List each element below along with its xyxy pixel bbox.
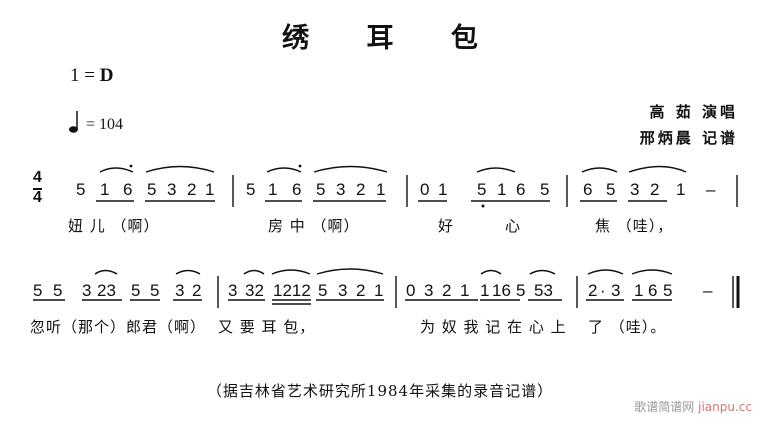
note: 5 bbox=[663, 281, 673, 300]
staff-1-lyrics: 妞 儿 （啊） 房 中 （啊） 好 心 焦 （哇）， bbox=[0, 215, 760, 235]
song-title: 绣 耳 包 bbox=[282, 23, 502, 54]
staff-2-notes: 5 5 3 23 5 5 3 2 3 32 1212 5 3 2 1 0 3 2… bbox=[0, 281, 760, 303]
watermark-site: jianpu.cc bbox=[698, 400, 752, 414]
note: 6 bbox=[292, 180, 302, 199]
notator-credit: 邢炳晨 记谱 bbox=[639, 129, 738, 147]
note: 5 bbox=[147, 180, 157, 199]
watermark-cn: 歌谱简谱网 bbox=[634, 400, 695, 414]
note: 5 bbox=[540, 180, 550, 199]
note: 23 bbox=[97, 281, 116, 300]
note: 3 bbox=[175, 281, 185, 300]
note: 1 bbox=[205, 180, 215, 199]
note: 1212 bbox=[273, 281, 311, 300]
quarter-note-icon bbox=[69, 111, 78, 133]
staff-2-lyrics: 忽听（那个）郎君（啊） 又 要 耳 包， 为 奴 我 记 在 心 上 了 （哇）… bbox=[0, 316, 760, 336]
note: 5 bbox=[606, 180, 616, 199]
key-note: D bbox=[99, 65, 114, 86]
lyric: 妞 儿 （啊） bbox=[68, 217, 160, 235]
note: 0 bbox=[420, 180, 430, 199]
note: 5 bbox=[76, 180, 86, 199]
note: 5 bbox=[316, 180, 326, 199]
note: 3 bbox=[228, 281, 238, 300]
lyric: 房 中 （啊） bbox=[268, 217, 360, 235]
lyric: 了 （哇）。 bbox=[588, 318, 667, 336]
note: 5 bbox=[477, 180, 487, 199]
note: 3 bbox=[611, 281, 621, 300]
note: 6 bbox=[648, 281, 658, 300]
note: 1 bbox=[497, 180, 507, 199]
note: 2 bbox=[588, 281, 598, 300]
note: – bbox=[703, 281, 713, 300]
note: 3 bbox=[338, 281, 348, 300]
note: 3 bbox=[167, 180, 177, 199]
note: 1 bbox=[374, 281, 384, 300]
singer-credit: 高 茹 演唱 bbox=[649, 103, 738, 121]
note: · bbox=[600, 281, 606, 300]
note: 5 bbox=[246, 180, 256, 199]
note: 6 bbox=[583, 180, 593, 199]
note: 5 bbox=[150, 281, 160, 300]
staff-1-notes: 5 1 6 5 3 2 1 5 1 6 5 3 2 1 0 1 5 1 6 5 … bbox=[0, 180, 760, 202]
note: 5 bbox=[318, 281, 328, 300]
note: 3 bbox=[630, 180, 640, 199]
lyric: 好 bbox=[438, 217, 455, 235]
note: 2 bbox=[192, 281, 202, 300]
note: 53 bbox=[534, 281, 553, 300]
note: 3 bbox=[82, 281, 92, 300]
note: 1 bbox=[268, 180, 278, 199]
note: 2 bbox=[356, 180, 366, 199]
note: 5 bbox=[33, 281, 43, 300]
note: 0 bbox=[406, 281, 416, 300]
watermark: 歌谱简谱网 jianpu.cc bbox=[634, 398, 752, 415]
note: 1 bbox=[676, 180, 686, 199]
tempo-value: = 104 bbox=[86, 116, 124, 133]
note: 1 bbox=[376, 180, 386, 199]
lyric: 为 奴 我 记 在 心 上 bbox=[420, 318, 567, 336]
source-note: （据吉林省艺术研究所1984年采集的录音记谱） bbox=[206, 382, 554, 400]
note: 2 bbox=[442, 281, 452, 300]
note: 2 bbox=[187, 180, 197, 199]
note: 1 bbox=[460, 281, 470, 300]
lyric: 忽听（那个）郎君（啊） bbox=[30, 318, 207, 336]
note: 5 bbox=[131, 281, 141, 300]
note: 5 bbox=[53, 281, 63, 300]
lyric: 焦 （哇）， bbox=[595, 217, 674, 235]
tempo-marking: = 104 bbox=[68, 110, 123, 134]
note: 6 bbox=[123, 180, 133, 199]
time-signature-top: 4 bbox=[33, 170, 42, 190]
note: 1 bbox=[634, 281, 644, 300]
lyric: 心 bbox=[505, 217, 522, 235]
note: 16 bbox=[492, 281, 511, 300]
lyric: 又 要 耳 包， bbox=[218, 318, 316, 336]
time-signature-bottom: 4 bbox=[33, 189, 42, 206]
key-signature: 1 = D bbox=[70, 65, 113, 87]
key-prefix: 1 = bbox=[70, 65, 100, 86]
note: 32 bbox=[245, 281, 264, 300]
note: 5 bbox=[516, 281, 526, 300]
note: 3 bbox=[424, 281, 434, 300]
note: 3 bbox=[336, 180, 346, 199]
note: 2 bbox=[356, 281, 366, 300]
note: 1 bbox=[438, 180, 448, 199]
note: 2 bbox=[650, 180, 660, 199]
note: 6 bbox=[516, 180, 526, 199]
note: 1 bbox=[100, 180, 110, 199]
note: – bbox=[706, 180, 716, 199]
note: 1 bbox=[480, 281, 490, 300]
time-signature: 4 4 bbox=[33, 170, 42, 206]
